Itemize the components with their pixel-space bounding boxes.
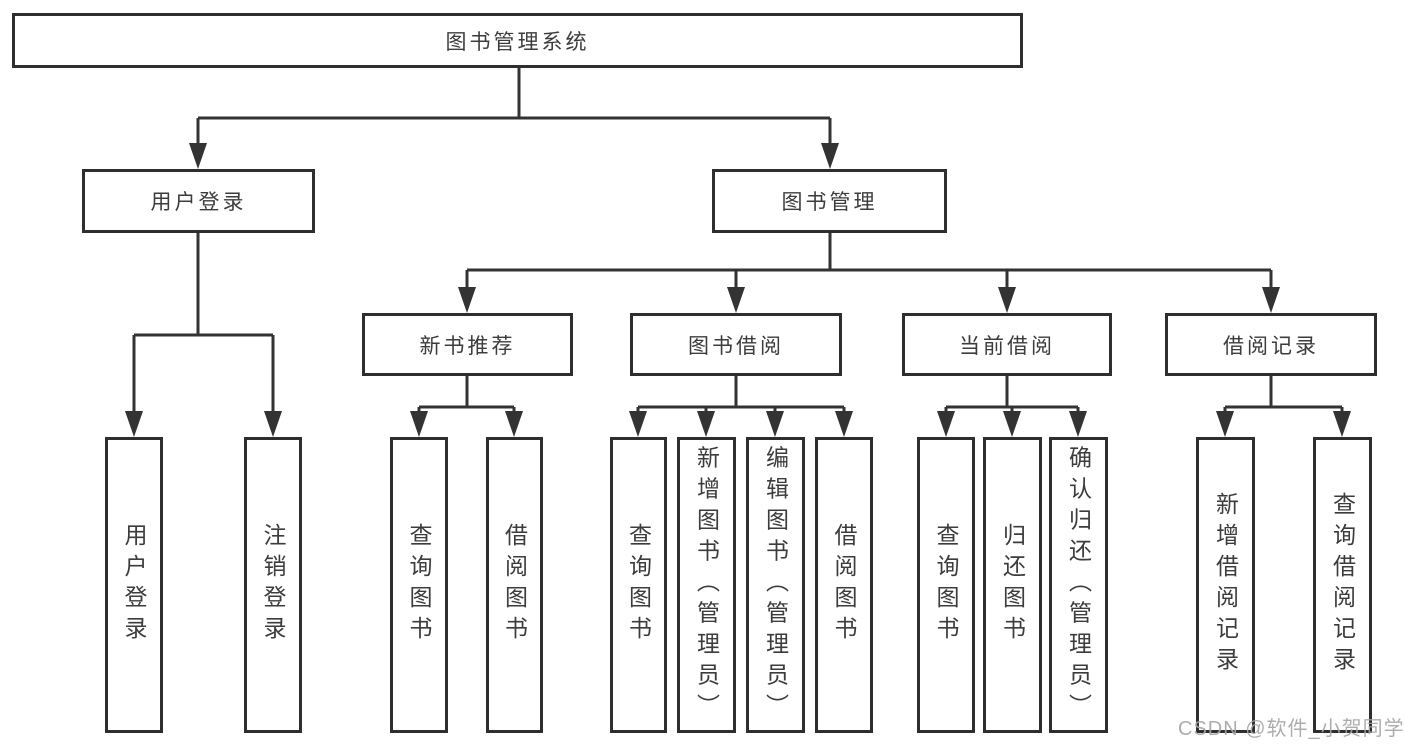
- node-book-borrow: 图书借阅: [630, 313, 842, 376]
- leaf-add-books-admin-label: 新增图书（管理员）: [693, 445, 720, 725]
- connector-current-borrow-children: [937, 376, 1087, 437]
- node-root-label: 图书管理系统: [445, 30, 590, 54]
- node-user-login-label: 用户登录: [150, 191, 247, 214]
- node-borrow-records-label: 借阅记录: [1223, 334, 1319, 358]
- node-book-management: 图书管理: [712, 169, 947, 233]
- leaf-edit-books-admin: 编辑图书（管理员）: [746, 437, 805, 733]
- leaf-edit-books-admin-label: 编辑图书（管理员）: [762, 445, 789, 725]
- node-current-borrow: 当前借阅: [902, 313, 1112, 376]
- leaf-return-books: 归还图书: [983, 437, 1042, 733]
- leaf-query-borrow-record-label: 查询借阅记录: [1329, 492, 1356, 678]
- connector-root-to-level2: [189, 68, 839, 169]
- leaf-current-query-books-label: 查询图书: [933, 523, 959, 647]
- leaf-newbook-query-books-label: 查询图书: [406, 523, 432, 647]
- node-book-borrow-label: 图书借阅: [688, 334, 784, 358]
- leaf-borrow-books: 借阅图书: [815, 437, 873, 733]
- node-user-login: 用户登录: [82, 169, 315, 233]
- leaf-add-borrow-record: 新增借阅记录: [1196, 437, 1255, 733]
- leaf-return-books-label: 归还图书: [999, 523, 1026, 647]
- leaf-confirm-return-admin: 确认归还（管理员）: [1049, 437, 1108, 733]
- leaf-current-query-books: 查询图书: [917, 437, 975, 733]
- connector-user-login-children: [125, 233, 282, 437]
- leaf-confirm-return-admin-label: 确认归还（管理员）: [1065, 445, 1092, 725]
- watermark: CSDN @软件_小贺同学: [1178, 718, 1405, 740]
- leaf-borrow-query-books: 查询图书: [610, 437, 667, 733]
- leaf-user-login: 用户登录: [105, 437, 163, 733]
- connector-new-book-children: [410, 376, 523, 437]
- connector-book-management-children: [458, 233, 1280, 313]
- leaf-logout-label: 注销登录: [260, 523, 286, 647]
- node-root: 图书管理系统: [12, 13, 1023, 68]
- leaf-borrow-books-label: 借阅图书: [831, 523, 857, 647]
- connector-borrow-records-children: [1216, 376, 1351, 437]
- leaf-newbook-borrow-books-label: 借阅图书: [501, 523, 528, 647]
- node-borrow-records: 借阅记录: [1165, 313, 1377, 376]
- leaf-borrow-query-books-label: 查询图书: [625, 523, 652, 647]
- node-new-book-recommend-label: 新书推荐: [419, 334, 516, 358]
- node-book-management-label: 图书管理: [781, 191, 878, 214]
- leaf-newbook-borrow-books: 借阅图书: [486, 437, 543, 733]
- node-current-borrow-label: 当前借阅: [959, 334, 1055, 358]
- leaf-query-borrow-record: 查询借阅记录: [1313, 437, 1372, 733]
- leaf-add-books-admin: 新增图书（管理员）: [677, 437, 736, 733]
- leaf-newbook-query-books: 查询图书: [390, 437, 448, 733]
- leaf-logout: 注销登录: [244, 437, 302, 733]
- leaf-add-borrow-record-label: 新增借阅记录: [1212, 492, 1239, 678]
- leaf-user-login-label: 用户登录: [121, 523, 147, 647]
- connector-book-borrow-children: [629, 376, 853, 437]
- node-new-book-recommend: 新书推荐: [362, 313, 573, 376]
